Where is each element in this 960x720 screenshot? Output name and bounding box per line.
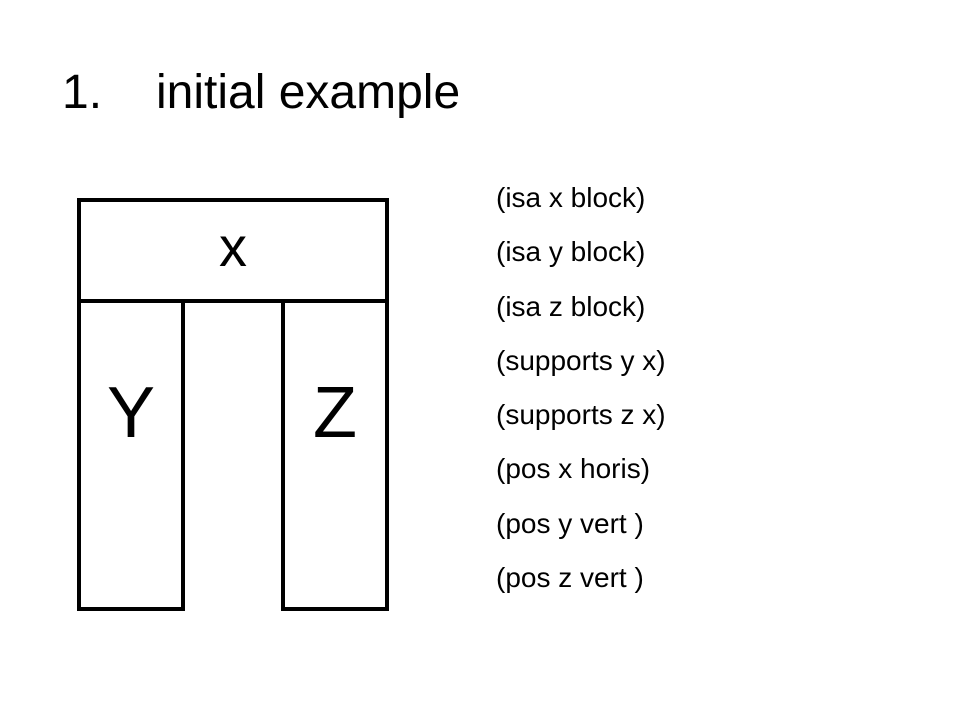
block-y-label: Y [106, 373, 156, 453]
block-x: x [77, 198, 389, 303]
fact-item: (isa x block) [496, 182, 646, 213]
facts-list: (isa x block) (isa y block) (isa z block… [496, 178, 666, 612]
title-text: initial example [156, 66, 461, 119]
fact-item: (supports y x) [496, 344, 666, 376]
title-number: 1. [62, 66, 103, 119]
block-z-label: Z [313, 373, 357, 453]
fact-item: (supports z x) [496, 399, 666, 431]
fact-item: (isa z block) [496, 290, 646, 322]
fact-item: (pos z vert ) [496, 562, 644, 594]
fact-item: (pos x horis) [496, 453, 651, 485]
slide-title: 1. initial example [62, 58, 460, 128]
block-z: Z [281, 299, 389, 611]
fact-item: (isa y block) [496, 236, 646, 268]
block-x-label: x [219, 214, 247, 278]
block-y: Y [77, 299, 185, 611]
fact-item: (pos y vert ) [496, 507, 644, 539]
